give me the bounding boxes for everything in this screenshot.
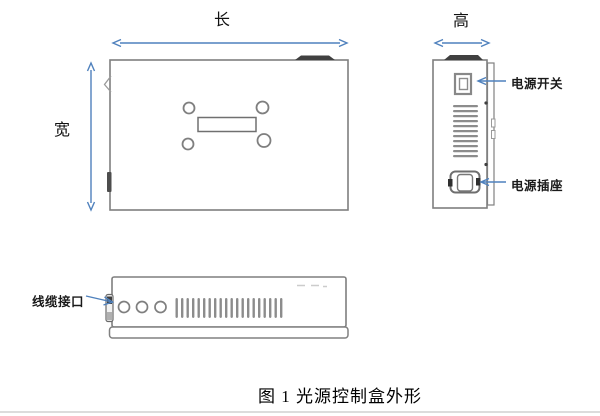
- cable-port-hole: [117, 300, 131, 314]
- top-edge-bump: [444, 55, 483, 60]
- width-dimension-arrow: [86, 61, 96, 212]
- power-socket-label: 电源插座: [511, 179, 564, 193]
- page-divider-line: [0, 411, 600, 413]
- power-socket: [448, 170, 481, 194]
- power-switch: [453, 72, 473, 96]
- width-label: 宽: [54, 122, 71, 139]
- socket-clip-left: [448, 179, 453, 187]
- front-view: [105, 276, 349, 339]
- cable-interface-callout-arrow: [85, 295, 115, 306]
- mounting-hole: [182, 101, 196, 115]
- edge-tab: [491, 130, 496, 139]
- socket-clip-right: [476, 178, 481, 186]
- cable-interface-label: 线缆接口: [32, 295, 85, 309]
- vent-grille-front: [175, 298, 283, 318]
- left-edge-notch: [103, 75, 112, 93]
- mounting-hole: [181, 137, 195, 151]
- cable-port-hole: [135, 300, 149, 314]
- height-label: 高: [453, 13, 470, 30]
- base-plate: [108, 326, 349, 339]
- power-switch-callout-arrow: [476, 76, 506, 86]
- screw-dot: [484, 101, 488, 105]
- figure-caption: 图 1 光源控制盒外形: [258, 387, 422, 406]
- front-view-outline: [111, 276, 347, 328]
- side-view: [432, 55, 496, 209]
- cable-port-hole: [154, 300, 167, 314]
- power-switch-rocker: [458, 77, 469, 91]
- connector-slot: [197, 116, 257, 133]
- length-dimension-arrow: [111, 38, 349, 48]
- top-view-outline: [109, 59, 349, 211]
- power-socket-callout-arrow: [479, 177, 506, 187]
- height-dimension-arrow: [433, 38, 491, 48]
- dimension-arrows: [86, 38, 491, 212]
- power-switch-label: 电源开关: [511, 77, 564, 91]
- callout-arrows: [85, 76, 506, 306]
- mounting-hole: [256, 133, 272, 148]
- faint-marks: [297, 284, 327, 288]
- screw-dot: [484, 162, 488, 167]
- power-socket-inner: [456, 173, 474, 192]
- vent-grille-side: [453, 105, 478, 158]
- left-edge-connector-bar: [107, 172, 112, 192]
- length-label: 长: [214, 12, 231, 29]
- top-view: [103, 55, 349, 211]
- top-edge-bump: [295, 55, 335, 60]
- edge-tab: [491, 118, 496, 128]
- mounting-hole: [255, 100, 270, 115]
